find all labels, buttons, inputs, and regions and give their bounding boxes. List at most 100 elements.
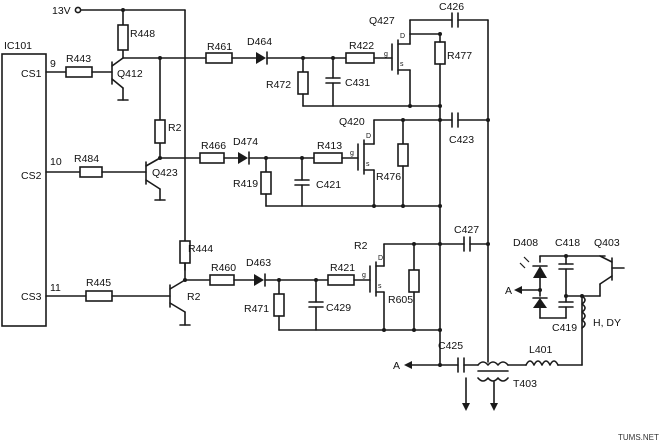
d463-label: D463 [246, 257, 271, 269]
q427-source-pin: s [400, 61, 404, 68]
c427-label: C427 [454, 224, 479, 236]
resistor-r445 [85, 290, 113, 302]
r2-transistor-ch3-label: R2 [187, 291, 201, 303]
deflection-section: D408 C418 Q403 A C419 H, DY [505, 237, 625, 334]
q403-label: Q403 [594, 237, 620, 249]
resistor-r461 [205, 52, 233, 64]
c423-label: C423 [449, 134, 474, 146]
ic-pin-9-number: 9 [50, 58, 56, 70]
channel-1: R448 R443 Q412 R2 R461 D464 R472 [45, 1, 489, 144]
ic-pin-cs3-label: CS3 [21, 291, 42, 303]
output-stage: A C425 T403 L401 [393, 295, 583, 411]
ic-pin-10-number: 10 [50, 156, 62, 168]
resistor-r472 [297, 71, 309, 95]
r484-label: R484 [74, 153, 99, 165]
r421-label: R421 [330, 262, 355, 274]
transformer-t403-primary [477, 361, 509, 366]
junction-dots [121, 8, 584, 367]
watermark: TUMS.NET [618, 433, 659, 442]
d464-label: D464 [247, 36, 272, 48]
channel-2: R484 Q423 R466 D474 R419 C421 R413 [45, 112, 489, 207]
h-dy-label: H, DY [593, 317, 621, 329]
supply-13v-label: 13V [52, 5, 71, 17]
ic-pin-11-number: 11 [50, 282, 61, 294]
q420-label: Q420 [339, 116, 365, 128]
mosfet-ch3-source-pin: s [378, 283, 382, 290]
node-a-label-left: A [393, 360, 400, 372]
resistor-r471 [273, 293, 285, 317]
d408-label: D408 [513, 237, 538, 249]
r2-mosfet-label: R2 [354, 240, 368, 252]
r443-label: R443 [66, 53, 91, 65]
t403-label: T403 [513, 378, 537, 390]
r444-label: R444 [188, 243, 213, 255]
ic-pin-cs2-label: CS2 [21, 170, 42, 182]
arrow-down-right [490, 403, 498, 411]
supply-rail: 13V [52, 5, 186, 271]
ic-pin-cs1-label: CS1 [21, 68, 42, 80]
q420-source-pin: s [366, 161, 370, 168]
resistor-r421 [327, 274, 355, 286]
resistor-r419 [260, 171, 272, 195]
q427-label: Q427 [369, 15, 395, 27]
resistor-r484 [79, 166, 103, 178]
r413-label: R413 [317, 140, 342, 152]
diode-d474 [238, 152, 248, 164]
resistor-r460 [209, 274, 235, 286]
mosfet-ch3-drain-pin: D [378, 255, 383, 262]
c426-label: C426 [439, 1, 464, 13]
transformer-t403-secondary [477, 377, 509, 382]
r445-label: R445 [86, 277, 111, 289]
l401-label: L401 [529, 344, 553, 356]
resistor-r422 [345, 52, 375, 64]
q423-label: Q423 [152, 167, 178, 179]
resistor-r2-upper [154, 119, 166, 144]
r476-label: R476 [376, 171, 401, 183]
d474-label: D474 [233, 136, 258, 148]
q427-drain-pin: D [400, 33, 405, 40]
channel-3: R444 R445 R2 R460 D463 R471 C429 [45, 224, 489, 331]
diode-d408-lower [533, 298, 547, 308]
q412-label: Q412 [117, 68, 143, 80]
r448-label: R448 [130, 28, 155, 40]
c431-label: C431 [345, 77, 370, 89]
node-a-arrow-left [404, 361, 412, 369]
c419-label: C419 [552, 322, 577, 334]
mosfet-ch3-gate-pin: g [362, 272, 366, 279]
diode-d408-upper [533, 266, 547, 278]
output-bus [439, 19, 489, 366]
diode-d463 [254, 274, 264, 286]
c418-label: C418 [555, 237, 580, 249]
deflection-coil-h-dy [581, 295, 586, 329]
resistor-r466 [199, 152, 225, 164]
r2-upper-label: R2 [168, 122, 182, 134]
resistor-r413 [313, 152, 343, 164]
q420-drain-pin: D [366, 133, 371, 140]
arrow-down-left [462, 403, 470, 411]
r466-label: R466 [201, 140, 226, 152]
node-a-arrow-right [514, 286, 522, 294]
r605-label: R605 [388, 294, 413, 306]
r472-label: R472 [266, 79, 291, 91]
q420-gate-pin: g [350, 150, 354, 157]
c421-label: C421 [316, 179, 341, 191]
diode-d464 [256, 52, 266, 64]
ic101-block: IC101 CS1 CS2 CS3 9 10 11 [1, 40, 62, 327]
resistor-r476 [397, 143, 409, 167]
r477-label: R477 [447, 50, 472, 62]
r461-label: R461 [207, 41, 232, 53]
resistor-r448 [117, 24, 129, 51]
c425-label: C425 [438, 340, 463, 352]
supply-terminal [74, 6, 82, 14]
node-a-label-right: A [505, 285, 512, 297]
inductor-l401 [525, 360, 559, 366]
resistor-r605 [408, 269, 420, 293]
resistor-r477 [434, 41, 446, 65]
r419-label: R419 [233, 178, 258, 190]
c429-label: C429 [326, 302, 351, 314]
r460-label: R460 [211, 262, 236, 274]
ic101-label: IC101 [4, 40, 32, 52]
q427-gate-pin: g [384, 51, 388, 58]
resistor-r443 [65, 66, 93, 78]
